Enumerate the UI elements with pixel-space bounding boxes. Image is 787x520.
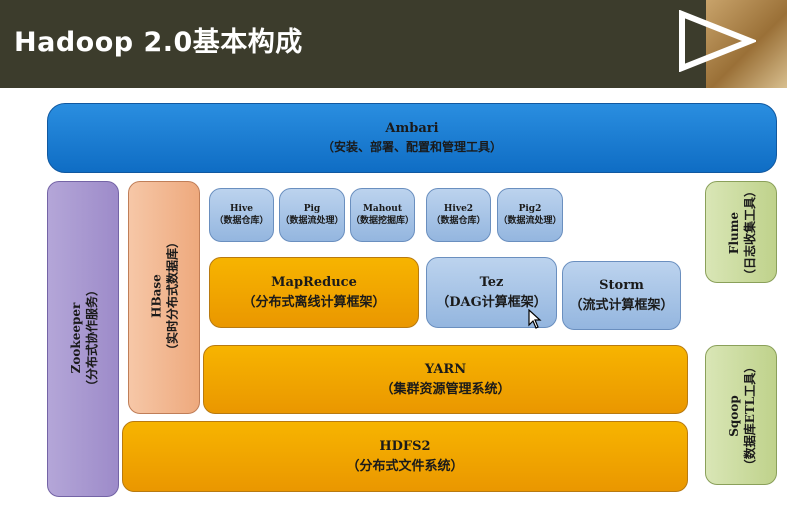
tez-name: Tez xyxy=(479,274,504,290)
hdfs2-block: HDFS2 （分布式文件系统） xyxy=(122,421,688,492)
mouse-pointer-icon xyxy=(528,309,542,329)
hdfs2-desc: （分布式文件系统） xyxy=(346,458,464,474)
ambari-desc: （安装、部署、配置和管理工具） xyxy=(321,140,502,154)
yarn-name: YARN xyxy=(424,361,467,377)
slide-header: Hadoop 2.0基本构成 xyxy=(0,0,787,88)
mapreduce-name: MapReduce xyxy=(271,274,357,290)
flume-name: Flume xyxy=(727,211,741,255)
pig2-block: Pig2 （数据流处理） xyxy=(497,188,563,242)
sqoop-label: Sqoop （数据库ETL工具） xyxy=(726,346,758,486)
hbase-label: HBase （实时分布式数据库） xyxy=(149,180,181,413)
zookeeper-desc: （分布式协作服务） xyxy=(85,284,99,393)
hive2-name: Hive2 xyxy=(443,204,474,214)
hdfs2-name: HDFS2 xyxy=(379,438,431,454)
mapreduce-desc: （分布式离线计算框架） xyxy=(242,294,386,310)
pig-block: Pig （数据流处理） xyxy=(279,188,345,242)
hbase-block: HBase （实时分布式数据库） xyxy=(128,181,200,414)
pig-desc: （数据流处理） xyxy=(280,216,344,226)
storm-desc: （流式计算框架） xyxy=(569,297,674,313)
storm-block: Storm （流式计算框架） xyxy=(562,261,681,330)
hive-desc: （数据仓库） xyxy=(214,216,269,226)
hbase-desc: （实时分布式数据库） xyxy=(165,236,180,357)
ambari-block: Ambari （安装、部署、配置和管理工具） xyxy=(47,103,777,173)
mapreduce-block: MapReduce （分布式离线计算框架） xyxy=(209,257,419,328)
tez-desc: （DAG计算框架） xyxy=(436,294,547,310)
ambari-name: Ambari xyxy=(385,121,439,136)
mahout-name: Mahout xyxy=(362,204,403,214)
hive2-desc: （数据仓库） xyxy=(431,216,486,226)
hive-block: Hive （数据仓库） xyxy=(209,188,274,242)
hive-name: Hive xyxy=(230,204,253,214)
sqoop-block: Sqoop （数据库ETL工具） xyxy=(705,345,777,485)
play-arrow-icon xyxy=(679,10,756,72)
storm-name: Storm xyxy=(599,277,644,293)
zookeeper-label: Zookeeper （分布式协作服务） xyxy=(68,180,100,496)
pig-name: Pig xyxy=(303,204,321,214)
zookeeper-block: Zookeeper （分布式协作服务） xyxy=(47,181,119,497)
yarn-desc: （集群资源管理系统） xyxy=(380,381,511,397)
flume-block: Flume （日志收集工具） xyxy=(705,181,777,283)
sqoop-desc: （数据库ETL工具） xyxy=(743,360,757,472)
pig2-desc: （数据流处理） xyxy=(498,216,562,226)
hive2-block: Hive2 （数据仓库） xyxy=(426,188,491,242)
zookeeper-name: Zookeeper xyxy=(69,302,83,374)
hbase-name: HBase xyxy=(149,274,164,318)
slide-title: Hadoop 2.0基本构成 xyxy=(14,27,303,58)
flume-desc: （日志收集工具） xyxy=(743,185,757,282)
mahout-block: Mahout （数据挖掘库） xyxy=(350,188,415,242)
mahout-desc: （数据挖掘库） xyxy=(351,216,415,226)
yarn-block: YARN （集群资源管理系统） xyxy=(203,345,688,414)
pig2-name: Pig2 xyxy=(518,204,542,214)
sqoop-name: Sqoop xyxy=(727,395,741,437)
flume-label: Flume （日志收集工具） xyxy=(726,182,758,284)
